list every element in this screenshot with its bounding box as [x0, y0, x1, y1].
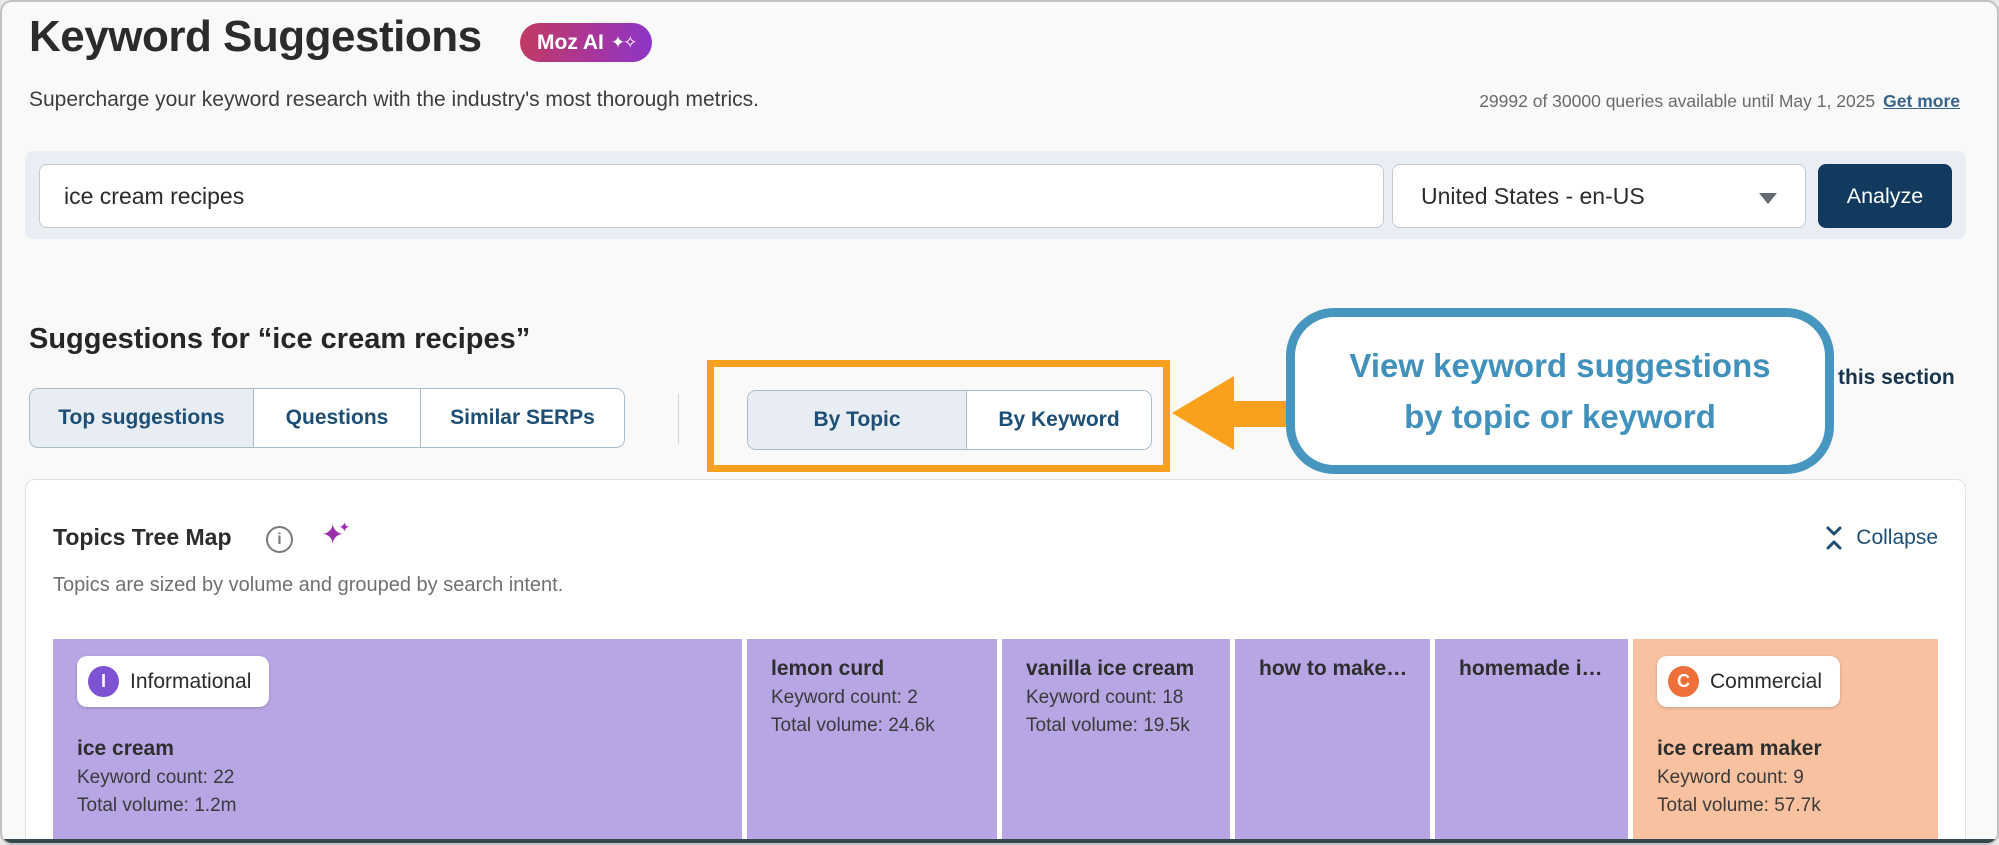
get-more-link[interactable]: Get more — [1883, 91, 1960, 111]
quota-text: 29992 of 30000 queries available until M… — [1479, 91, 1876, 111]
suggestion-type-tabs: Top suggestions Questions Similar SERPs — [29, 388, 625, 448]
treemap-description: Topics are sized by volume and grouped b… — [53, 574, 564, 596]
block-title: how to make… — [1259, 657, 1408, 680]
collapse-icon — [1826, 526, 1842, 550]
sparkles-icon: ✦✧ — [610, 32, 637, 52]
locale-select-value: United States - en-US — [1421, 182, 1645, 209]
partial-text-this-section: this section — [1838, 366, 1955, 389]
informational-intent-icon: I — [88, 666, 119, 697]
commercial-intent-icon: C — [1668, 666, 1699, 697]
moz-ai-badge-label: Moz AI — [537, 30, 604, 54]
chevron-down-icon — [1759, 193, 1777, 204]
ai-sparkles-icon: ✦✦ — [321, 519, 351, 550]
intent-badge-label: Informational — [130, 669, 252, 693]
tab-by-keyword[interactable]: By Keyword — [967, 391, 1151, 449]
annotation-arrow-head-icon — [1172, 376, 1234, 450]
callout-bubble: View keyword suggestions by topic or key… — [1286, 308, 1834, 474]
block-title: lemon curd — [771, 657, 885, 680]
suggestions-heading: Suggestions for “ice cream recipes” — [29, 323, 531, 355]
callout-line-1: View keyword suggestions — [1349, 346, 1771, 384]
page-subtitle: Supercharge your keyword research with t… — [29, 88, 759, 111]
block-total-volume: Total volume: 1.2m — [77, 795, 237, 816]
block-title: vanilla ice cream — [1026, 657, 1195, 680]
treemap-block-homemade[interactable]: homemade i… — [1435, 639, 1628, 843]
annotation-arrow — [1232, 401, 1290, 427]
block-title: homemade i… — [1459, 657, 1603, 680]
moz-ai-badge: Moz AI ✦✧ — [520, 23, 653, 62]
block-title: ice cream — [77, 737, 174, 760]
view-mode-tabs: By Topic By Keyword — [747, 390, 1152, 450]
block-keyword-count: Keyword count: 22 — [77, 767, 235, 788]
block-keyword-count: Keyword count: 2 — [771, 687, 918, 708]
bottom-cut-line — [2, 839, 1997, 843]
tab-top-suggestions[interactable]: Top suggestions — [30, 389, 254, 447]
tab-questions[interactable]: Questions — [254, 389, 421, 447]
tab-by-topic[interactable]: By Topic — [748, 391, 967, 449]
treemap-block-lemon-curd[interactable]: lemon curd Keyword count: 2 Total volume… — [747, 639, 997, 843]
analyze-button[interactable]: Analyze — [1818, 164, 1952, 228]
block-total-volume: Total volume: 19.5k — [1026, 715, 1190, 736]
callout-line-2: by topic or keyword — [1404, 398, 1716, 435]
intent-badge-commercial: C Commercial — [1657, 656, 1841, 707]
quota-status: 29992 of 30000 queries available until M… — [1479, 91, 1960, 112]
block-total-volume: Total volume: 57.7k — [1657, 795, 1821, 816]
tab-group-divider — [678, 394, 679, 444]
treemap-title: Topics Tree Map — [53, 524, 232, 550]
collapse-button[interactable]: Collapse — [1824, 526, 1938, 550]
block-title: ice cream maker — [1657, 737, 1822, 760]
keyword-search-input[interactable] — [39, 164, 1384, 228]
topics-tree-map-card: Topics Tree Map i ✦✦ Collapse Topics are… — [25, 479, 1966, 843]
block-keyword-count: Keyword count: 9 — [1657, 767, 1804, 788]
treemap-block-how-to-make[interactable]: how to make… — [1235, 639, 1430, 843]
block-keyword-count: Keyword count: 18 — [1026, 687, 1184, 708]
treemap-block-ice-cream-maker[interactable]: C Commercial ice cream maker Keyword cou… — [1633, 639, 1938, 843]
tab-similar-serps[interactable]: Similar SERPs — [421, 389, 624, 447]
info-icon[interactable]: i — [266, 526, 293, 553]
treemap: I Informational ice cream Keyword count:… — [53, 639, 1940, 843]
block-total-volume: Total volume: 24.6k — [771, 715, 935, 736]
locale-select[interactable]: United States - en-US — [1392, 164, 1806, 228]
intent-badge-informational: I Informational — [77, 656, 270, 707]
intent-badge-label: Commercial — [1710, 669, 1823, 693]
treemap-block-ice-cream[interactable]: I Informational ice cream Keyword count:… — [53, 639, 742, 843]
page-title: Keyword Suggestions — [29, 12, 482, 61]
treemap-block-vanilla-ice-cream[interactable]: vanilla ice cream Keyword count: 18 Tota… — [1002, 639, 1230, 843]
collapse-label: Collapse — [1856, 526, 1938, 549]
